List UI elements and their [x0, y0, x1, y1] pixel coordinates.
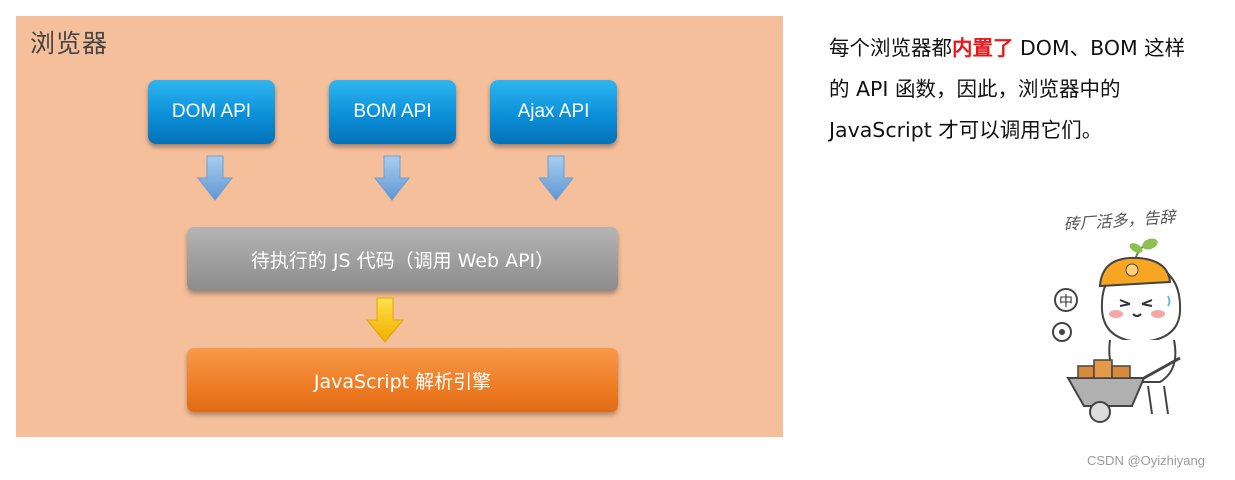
svg-text:砖厂活多，告辞: 砖厂活多，告辞	[1063, 207, 1178, 234]
watermark: CSDN @Oyizhiyang	[1087, 453, 1205, 468]
description-line-3: JavaScript 才可以调用它们。	[829, 118, 1103, 142]
down-arrow-icon	[365, 297, 405, 343]
svg-text:中: 中	[1059, 294, 1073, 310]
ajax-api-box: Ajax API	[490, 80, 617, 144]
description-line-1b: DOM、BOM 这样	[1013, 36, 1186, 60]
bom-api-box: BOM API	[329, 80, 456, 144]
panel-title: 浏览器	[30, 29, 109, 58]
js-engine-box: JavaScript 解析引擎	[187, 348, 618, 412]
down-arrow-icon	[537, 155, 575, 201]
description-highlight: 内置了	[952, 36, 1014, 60]
mascot-sticker: 砖厂活多，告辞 中	[1052, 207, 1182, 423]
description-line-1a: 每个浏览器都	[829, 36, 952, 60]
browser-panel: 浏览器 DOM API BOM API Ajax API 待执行的 JS 代码（…	[16, 16, 783, 437]
down-arrow-icon	[196, 155, 234, 201]
pending-js-code-box: 待执行的 JS 代码（调用 Web API）	[187, 227, 618, 291]
description-text: 每个浏览器都内置了 DOM、BOM 这样 的 API 函数，因此，浏览器中的 J…	[829, 28, 1229, 151]
down-arrow-icon	[373, 155, 411, 201]
dom-api-box: DOM API	[148, 80, 275, 144]
description-line-2: 的 API 函数，因此，浏览器中的	[829, 77, 1121, 101]
